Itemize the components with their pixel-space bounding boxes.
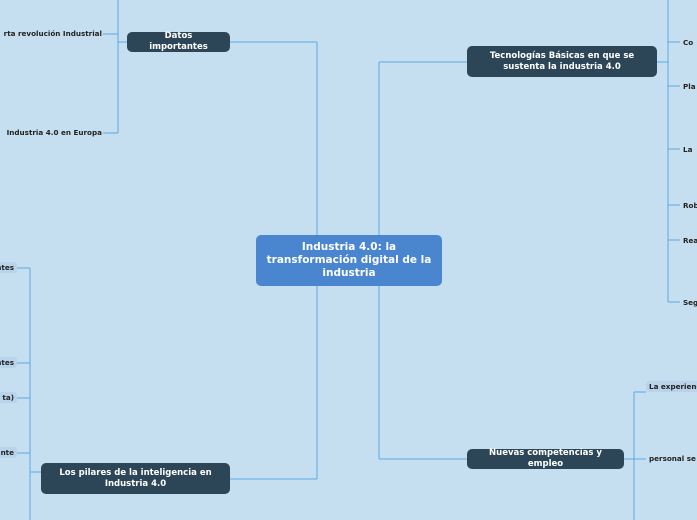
subtopic-pilar-3[interactable]: ta) <box>0 392 17 403</box>
central-topic-label: Industria 4.0: la transformación digital… <box>266 240 432 280</box>
subtopic-tecnologia-5[interactable]: Rea <box>683 236 697 245</box>
subtopic-industria-europa[interactable]: Industria 4.0 en Europa <box>6 128 102 137</box>
topic-label: Nuevas competencias y empleo <box>489 448 602 469</box>
subtopic-tecnologia-6[interactable]: Seg <box>683 298 697 307</box>
subtopic-cuarta-revolucion[interactable]: rta revolución Industrial <box>3 29 102 38</box>
topic-datos-importantes[interactable]: Datos importantes <box>127 31 230 52</box>
topic-label: Los pilares de la inteligencia en Indust… <box>59 467 212 489</box>
subtopic-pilar-2[interactable]: ntes <box>0 357 17 368</box>
topic-pilares-inteligencia[interactable]: Los pilares de la inteligencia en Indust… <box>41 463 230 494</box>
topic-label: Tecnologías Básicas en que se sustenta l… <box>489 50 635 72</box>
topic-nuevas-competencias[interactable]: Nuevas competencias y empleo <box>467 448 624 469</box>
subtopic-pilar-1[interactable]: ntes <box>0 262 17 273</box>
central-topic[interactable]: Industria 4.0: la transformación digital… <box>256 235 442 286</box>
topic-label: Datos importantes <box>149 31 208 52</box>
subtopic-tecnologia-2[interactable]: Pla <box>683 82 696 91</box>
subtopic-personal[interactable]: personal se <box>649 454 696 463</box>
subtopic-pilar-4[interactable]: nte <box>0 447 17 458</box>
subtopic-tecnologia-1[interactable]: Co <box>683 38 694 47</box>
topic-tecnologias-basicas[interactable]: Tecnologías Básicas en que se sustenta l… <box>467 46 657 77</box>
subtopic-tecnologia-4[interactable]: Rob <box>683 201 697 210</box>
subtopic-experiencia[interactable]: La experiencia <box>646 381 697 392</box>
subtopic-tecnologia-3[interactable]: La <box>683 145 693 154</box>
